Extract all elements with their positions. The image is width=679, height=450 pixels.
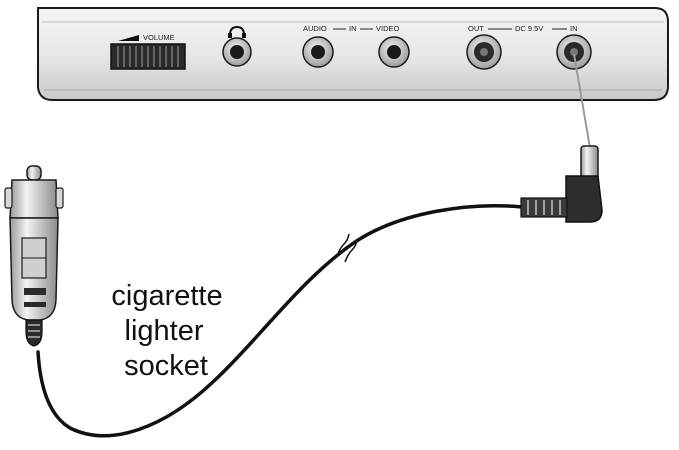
lighter-plug-tip: [26, 165, 42, 181]
dc-out-jack[interactable]: [466, 34, 502, 70]
lighter-plug-head: [9, 179, 59, 219]
lighter-spring-contact-right: [55, 187, 64, 209]
cable-break-mark: [330, 229, 358, 263]
dc-in-label: IN: [570, 24, 578, 33]
device-side-panel: [37, 7, 669, 101]
dc-voltage-label: DC 9.5V: [515, 24, 543, 33]
volume-wheel-ridges: [117, 46, 179, 67]
headphone-jack[interactable]: [222, 25, 252, 67]
av-labels: AUDIO IN VIDEO: [303, 24, 400, 33]
cigarette-lighter-plug: [4, 165, 64, 347]
dc-labels: OUT DC 9.5V IN: [468, 24, 578, 33]
lighter-plug-band: [24, 288, 46, 295]
in-label: IN: [349, 24, 357, 33]
dc-plug-tip: [580, 145, 599, 180]
lighter-strain-relief: [25, 319, 43, 347]
volume-label: VOLUME: [143, 33, 175, 42]
volume-ramp-icon: [118, 35, 139, 41]
out-label: OUT: [468, 24, 484, 33]
dc-plug[interactable]: [520, 145, 603, 223]
video-in-jack[interactable]: [378, 36, 410, 68]
power-cable: [36, 204, 524, 438]
headphone-icon: [229, 25, 245, 36]
caption-line-2: lighter: [125, 315, 204, 347]
audio-label: AUDIO: [303, 24, 327, 33]
dc-in-jack[interactable]: [556, 34, 592, 70]
caption: cigarette lighter socket: [111, 280, 222, 382]
lighter-spring-contact-left: [4, 187, 13, 209]
volume-control[interactable]: VOLUME: [110, 33, 186, 70]
video-label: VIDEO: [376, 24, 400, 33]
audio-in-jack[interactable]: [302, 36, 334, 68]
dc-plug-body: [565, 175, 603, 223]
caption-line-3: socket: [124, 350, 208, 382]
caption-line-1: cigarette: [111, 280, 222, 312]
connection-guide-line: [573, 53, 591, 149]
